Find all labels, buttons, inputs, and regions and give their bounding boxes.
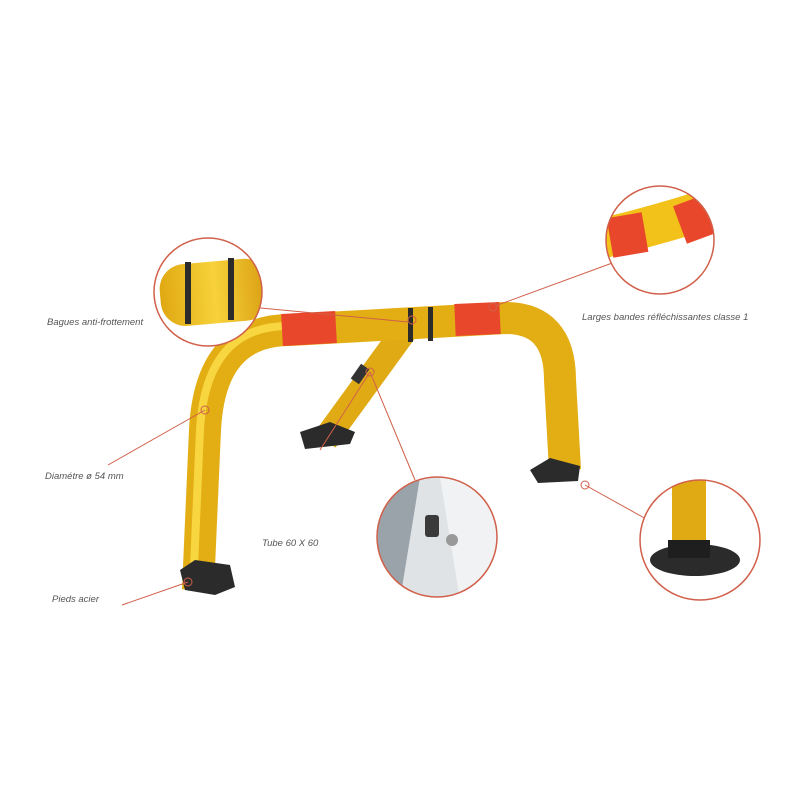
arch-tube (182, 302, 581, 591)
reflective-band (454, 302, 501, 336)
ring (408, 308, 413, 342)
lock-slot (350, 363, 370, 385)
label-tube: Tube 60 X 60 (262, 538, 319, 549)
right-foot (530, 458, 580, 483)
label-diameter: Diamétre ø 54 mm (45, 471, 124, 482)
diagonal-support-tube (300, 322, 416, 449)
reflective-band (281, 311, 337, 346)
label-rings: Bagues anti-frottement (47, 317, 144, 328)
label-bands: Larges bandes réfléchissantes classe 1 (582, 312, 749, 323)
label-feet: Pieds acier (52, 594, 99, 605)
support-foot (300, 422, 355, 449)
zoom-foot (640, 480, 760, 600)
zoom-rings (154, 238, 262, 346)
ring (428, 307, 433, 341)
zoom-lock (377, 477, 497, 597)
leader-lines (107, 261, 649, 606)
zoom-bands (606, 186, 714, 294)
left-foot (180, 560, 235, 595)
